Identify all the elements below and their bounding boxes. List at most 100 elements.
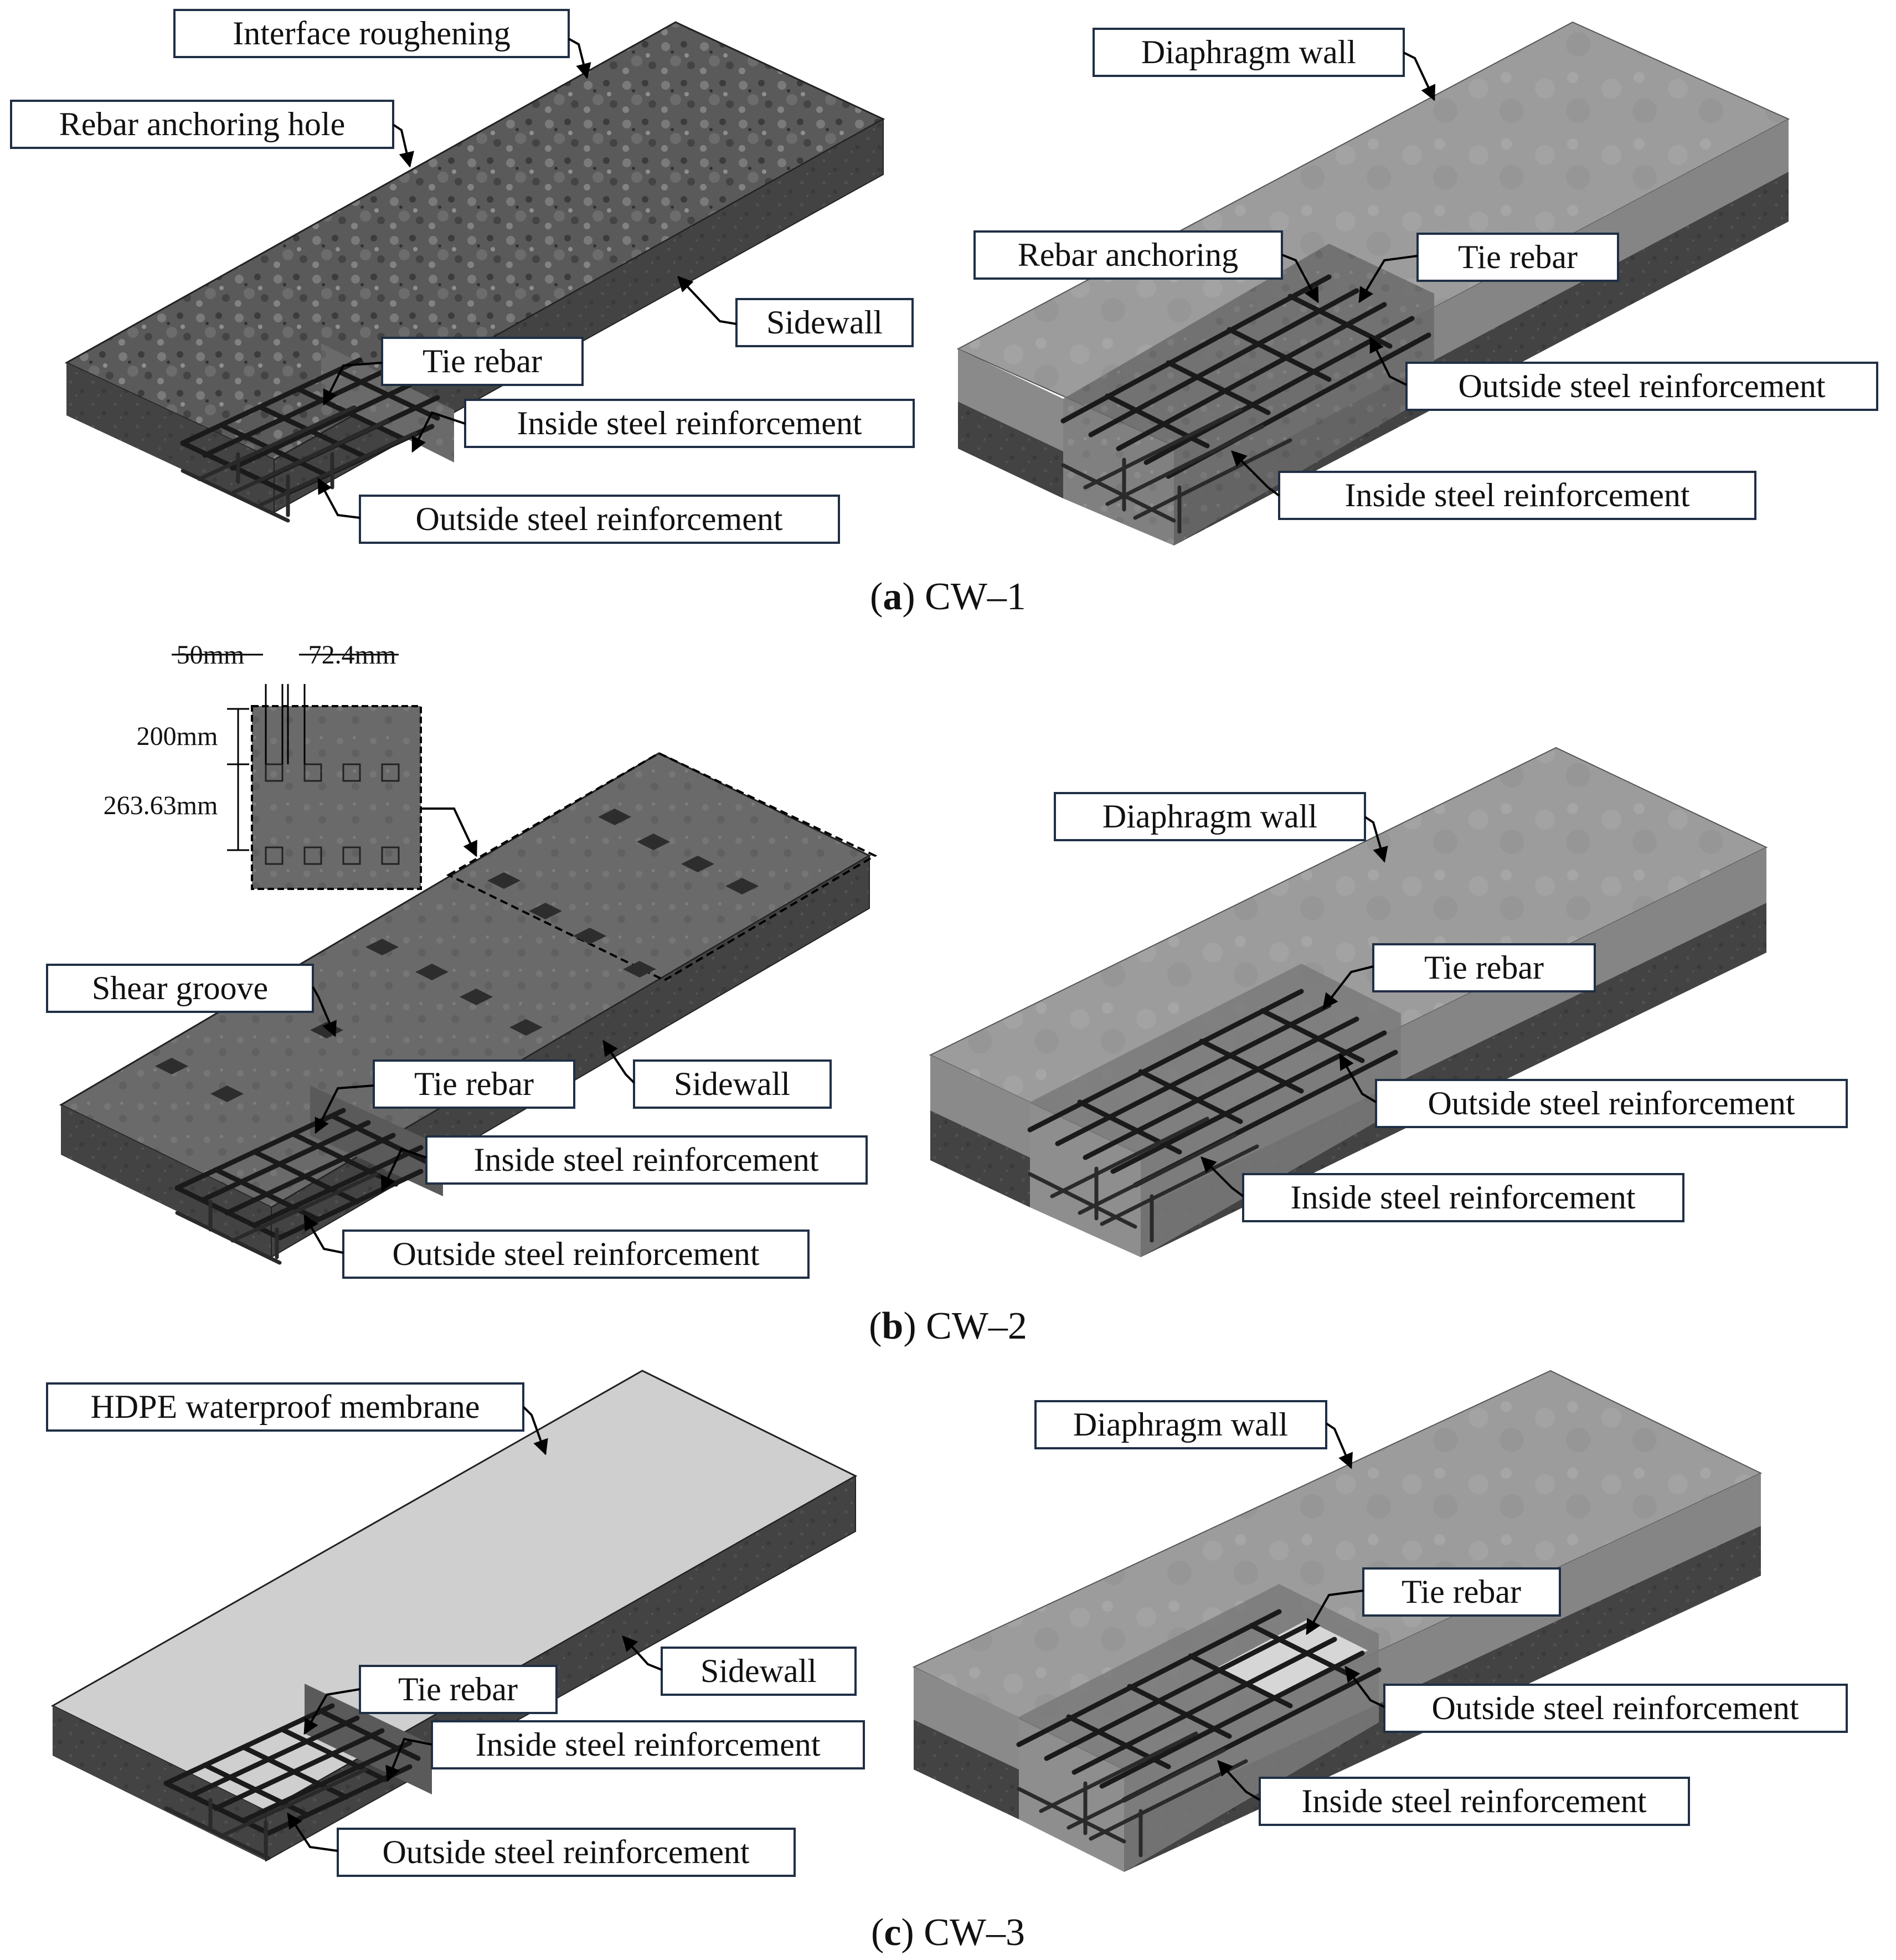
rebar-cage-b-right bbox=[1027, 989, 1398, 1243]
panel-b-right-labels: Diaphragm wall Tie rebar Outside steel r… bbox=[1054, 792, 1848, 1222]
inset-groove bbox=[381, 846, 400, 865]
shear-groove-square bbox=[598, 809, 631, 825]
label-box-tie bbox=[1416, 233, 1619, 282]
panel-a-right-model bbox=[956, 21, 1790, 546]
label-hdpe-membrane: HDPE waterproof membrane bbox=[90, 1388, 480, 1425]
panel-c-left-labels: HDPE waterproof membrane Sidewall Tie re… bbox=[46, 1382, 865, 1877]
label-box-rebar-anchoring bbox=[973, 230, 1283, 280]
label-inside-steel: Inside steel reinforcement bbox=[1301, 1783, 1646, 1819]
label-diaphragm-wall: Diaphragm wall bbox=[1102, 798, 1317, 835]
shear-groove-square bbox=[365, 939, 399, 955]
label-inside-steel: Inside steel reinforcement bbox=[1344, 477, 1689, 513]
label-box-anchoring-hole bbox=[10, 100, 394, 149]
label-sidewall: Sidewall bbox=[674, 1066, 790, 1102]
label-box-diaphragm bbox=[1054, 792, 1366, 841]
inset-groove bbox=[342, 763, 361, 782]
sidewall-front-lower bbox=[958, 402, 1063, 498]
label-sidewall: Sidewall bbox=[700, 1653, 817, 1689]
shear-groove-square bbox=[487, 872, 521, 889]
label-rebar-anchoring-hole: Rebar anchoring hole bbox=[59, 106, 345, 142]
dim-200mm: 200mm bbox=[137, 722, 218, 751]
panel-a-right-labels: Diaphragm wall Rebar anchoring Tie rebar… bbox=[973, 28, 1878, 520]
caption-b: (b) CW–2 bbox=[869, 1305, 1027, 1347]
inset-groove bbox=[303, 763, 322, 782]
label-outside-steel: Outside steel reinforcement bbox=[1428, 1085, 1795, 1122]
label-tie-rebar: Tie rebar bbox=[398, 1671, 518, 1707]
caption-a: (a) CW–1 bbox=[870, 575, 1026, 618]
label-box-outside bbox=[1405, 362, 1878, 411]
shear-groove-square bbox=[725, 878, 759, 894]
label-inside-steel: Inside steel reinforcement bbox=[475, 1726, 820, 1763]
label-diaphragm-wall: Diaphragm wall bbox=[1141, 34, 1356, 70]
sidewall-front-face bbox=[53, 1706, 266, 1861]
label-tie-rebar: Tie rebar bbox=[423, 343, 542, 379]
panel-c-left-model bbox=[50, 1370, 858, 1862]
dim-263-63mm: 263.63mm bbox=[104, 791, 218, 820]
dim-50mm: 50mm bbox=[177, 640, 245, 670]
inset-groove bbox=[342, 846, 361, 865]
label-box-inside bbox=[1242, 1173, 1684, 1222]
label-sidewall: Sidewall bbox=[766, 304, 883, 341]
label-box-inside bbox=[1259, 1777, 1690, 1826]
rebar-cage-c-right bbox=[1016, 1609, 1382, 1858]
panel-b-left-labels: Shear groove Tie rebar Sidewall Inside s… bbox=[46, 964, 868, 1279]
shear-groove-square bbox=[460, 989, 493, 1005]
diaphragm-front-upper bbox=[958, 349, 1063, 451]
shear-groove-square bbox=[415, 964, 449, 980]
label-box-tie bbox=[373, 1059, 575, 1109]
label-diaphragm-wall: Diaphragm wall bbox=[1073, 1406, 1288, 1443]
caption-c: (c) CW–3 bbox=[871, 1911, 1025, 1954]
label-rebar-anchoring: Rebar anchoring bbox=[1018, 236, 1238, 273]
label-box-inside bbox=[425, 1135, 868, 1185]
label-tie-rebar: Tie rebar bbox=[414, 1066, 534, 1102]
shear-groove-square bbox=[155, 1058, 188, 1074]
shear-groove-square bbox=[529, 903, 562, 919]
label-box-outside bbox=[337, 1828, 796, 1877]
inset-groove bbox=[381, 763, 400, 782]
label-shear-groove: Shear groove bbox=[92, 970, 268, 1006]
inset-groove bbox=[265, 763, 284, 782]
sidewall-front-face bbox=[61, 1105, 271, 1257]
label-box-outside bbox=[359, 495, 840, 544]
label-outside-steel: Outside steel reinforcement bbox=[392, 1236, 759, 1272]
label-inside-steel: Inside steel reinforcement bbox=[473, 1141, 818, 1178]
dashed-selection-region bbox=[446, 752, 878, 982]
shear-groove-square bbox=[210, 1086, 244, 1102]
panel-c-right-labels: Diaphragm wall Tie rebar Outside steel r… bbox=[1034, 1400, 1848, 1826]
label-box-outside bbox=[1383, 1684, 1848, 1733]
label-outside-steel: Outside steel reinforcement bbox=[415, 501, 782, 537]
label-box-tie bbox=[1372, 943, 1596, 992]
label-box-interface bbox=[173, 9, 570, 58]
shear-groove-square bbox=[637, 834, 670, 850]
detail-inset: 50mm 72.4mm 200mm 263.63mm bbox=[104, 640, 477, 890]
inset-groove bbox=[265, 846, 284, 865]
sidewall-front-lower bbox=[914, 1720, 1019, 1819]
label-tie-rebar: Tie rebar bbox=[1458, 239, 1578, 275]
label-tie-rebar: Tie rebar bbox=[1402, 1573, 1521, 1610]
inset-panel bbox=[251, 705, 422, 890]
label-inside-steel: Inside steel reinforcement bbox=[517, 405, 862, 441]
sidewall-front-lower bbox=[930, 1110, 1030, 1207]
panel-b-right-model bbox=[929, 747, 1768, 1257]
shear-groove-square bbox=[509, 1019, 543, 1036]
label-box-tie bbox=[381, 337, 584, 386]
label-box-diaphragm bbox=[1093, 28, 1405, 77]
label-box-diaphragm bbox=[1034, 1400, 1327, 1449]
panel-a-left-model bbox=[64, 21, 885, 523]
label-inside-steel: Inside steel reinforcement bbox=[1290, 1179, 1635, 1216]
label-box-inside bbox=[431, 1720, 865, 1769]
label-box-outside bbox=[1375, 1079, 1848, 1128]
sidewall-front-face bbox=[66, 363, 274, 512]
label-box-sidewall bbox=[633, 1059, 832, 1109]
label-box-tie bbox=[1362, 1567, 1561, 1617]
shear-groove-square bbox=[681, 856, 714, 872]
inset-groove bbox=[303, 846, 322, 865]
shear-groove-square bbox=[623, 961, 656, 978]
rebar-cage-a-left bbox=[180, 357, 440, 523]
label-box-sidewall bbox=[661, 1647, 857, 1696]
label-outside-steel: Outside steel reinforcement bbox=[1431, 1690, 1799, 1726]
rebar-cage-a-right bbox=[1060, 274, 1431, 534]
label-box-outside bbox=[342, 1229, 810, 1279]
label-tie-rebar: Tie rebar bbox=[1424, 949, 1544, 986]
